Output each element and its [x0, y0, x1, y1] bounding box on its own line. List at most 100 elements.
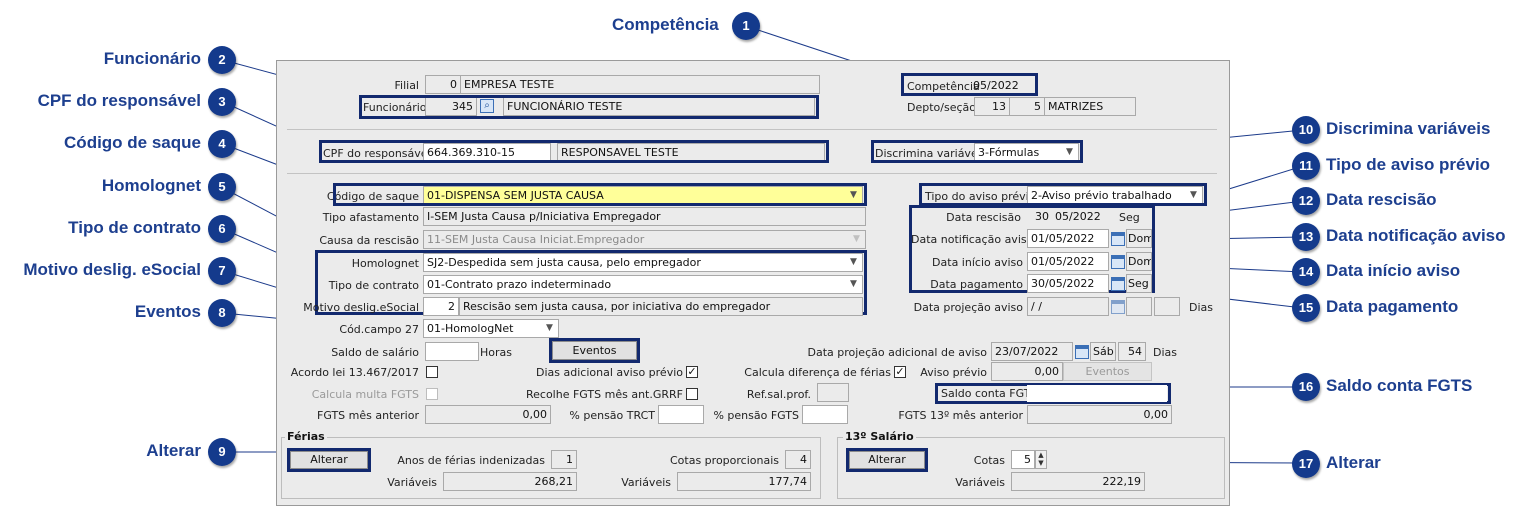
calendar-icon[interactable] [1111, 277, 1125, 291]
decimo-group-title: 13º Salário [843, 430, 916, 443]
aviso-previo-field: 0,00 [991, 362, 1063, 381]
search-icon[interactable]: ⌕ [480, 99, 494, 113]
calendar-icon[interactable] [1111, 255, 1125, 269]
chevron-down-icon[interactable]: ▼ [1190, 190, 1197, 200]
chevron-down-icon[interactable]: ▼ [1066, 147, 1073, 157]
discrimina-select[interactable]: 3-Fórmulas▼ [974, 143, 1079, 162]
highlight-eventos [549, 338, 640, 363]
pensao-fgts-field[interactable] [802, 405, 848, 424]
data-inicio-field[interactable]: 01/05/2022 [1027, 252, 1109, 271]
highlight-decimo-alterar [846, 448, 928, 472]
data-rescisao-day-field[interactable]: 30 [1035, 210, 1049, 223]
tipo-afastamento-field: I-SEM Justa Causa p/Iniciativa Empregado… [423, 207, 866, 226]
chevron-down-icon[interactable]: ▼ [850, 190, 857, 200]
callout-badge-6: 6 [208, 215, 236, 243]
depto-name-field: MATRIZES [1044, 97, 1136, 116]
decimo-alterar-button[interactable]: Alterar [849, 451, 925, 469]
callout-label-codigo-saque: Código de saque [64, 133, 201, 152]
projecao-adicional-days: 54 [1118, 342, 1146, 361]
callout-label-competencia: Competência [612, 15, 719, 34]
data-pagamento-field[interactable]: 30/05/2022 [1027, 274, 1109, 293]
projecao-adicional-field: 23/07/2022 [991, 342, 1073, 361]
filial-label: Filial [394, 79, 420, 92]
causa-rescisao-label: Causa da rescisão [319, 234, 419, 247]
spinner-arrows-icon[interactable]: ▲▼ [1035, 450, 1047, 469]
funcionario-name-field: FUNCIONÁRIO TESTE [503, 97, 815, 116]
chevron-down-icon[interactable]: ▼ [850, 279, 857, 289]
filial-name-field: EMPRESA TESTE [460, 75, 820, 94]
competencia-label: Competência [907, 80, 980, 93]
callout-label-cpf: CPF do responsável [37, 91, 201, 110]
highlight-tipo-aviso [919, 183, 1207, 206]
cod-campo-label: Cód.campo 27 [339, 323, 419, 336]
acordo-checkbox[interactable] [426, 366, 438, 378]
callout-label-data-notificacao: Data notificação aviso [1326, 226, 1506, 245]
callout-badge-4: 4 [208, 130, 236, 158]
callout-label-funcionario: Funcionário [103, 49, 201, 68]
fgts-mes-anterior-field: 0,00 [425, 405, 551, 424]
callout-badge-8: 8 [208, 299, 236, 327]
decimo-cotas-field[interactable]: 5 [1011, 450, 1035, 469]
tipo-aviso-label: Tipo do aviso prévio [925, 190, 1036, 203]
separator [287, 173, 1217, 174]
chevron-down-icon[interactable]: ▼ [546, 323, 553, 333]
ferias-group [281, 437, 821, 499]
filial-code-field[interactable]: 0 [425, 75, 461, 94]
callout-label-eventos: Eventos [134, 302, 201, 321]
cpf-label: CPF do responsável [323, 147, 431, 160]
aviso-eventos-button: Eventos [1063, 362, 1152, 381]
ferias-variaveis2-field: 177,74 [677, 472, 811, 491]
saldo-fgts-field[interactable] [1027, 385, 1167, 402]
decimo-variaveis-label: Variáveis [955, 476, 1005, 489]
saldo-salario-field[interactable] [425, 342, 479, 361]
data-rescisao-field[interactable]: 05/2022 [1055, 210, 1101, 223]
callout-label-alterar-ferias: Alterar [146, 441, 201, 460]
ferias-variaveis2-label: Variáveis [621, 476, 671, 489]
callout-badge-16: 16 [1292, 373, 1320, 401]
homolognet-select[interactable]: SJ2-Despedida sem justa causa, pelo empr… [423, 253, 863, 272]
pensao-fgts-label: % pensão FGTS [713, 409, 799, 422]
decimo-group [837, 437, 1225, 499]
cod-campo-select[interactable]: 01-HomologNet▼ [423, 319, 559, 338]
eventos-button[interactable]: Eventos [552, 341, 637, 360]
chevron-down-icon[interactable]: ▼ [850, 257, 857, 267]
pensao-trct-field[interactable] [658, 405, 704, 424]
callout-badge-11: 11 [1292, 152, 1320, 180]
data-rescisao-weekday: Seg [1119, 211, 1140, 224]
tipo-contrato-select[interactable]: 01-Contrato prazo indeterminado▼ [423, 275, 863, 294]
callout-badge-2: 2 [208, 46, 236, 74]
tipo-contrato-label: Tipo de contrato [328, 279, 419, 292]
callout-label-homolognet: Homolognet [101, 176, 201, 195]
highlight-competencia [901, 73, 1038, 96]
data-notificacao-field[interactable]: 01/05/2022 [1027, 229, 1109, 248]
recolhe-fgts-checkbox[interactable] [686, 388, 698, 400]
calcula-diferenca-checkbox[interactable]: ✓ [894, 365, 906, 378]
competencia-field[interactable]: 05/2022 [973, 79, 1019, 92]
funcionario-code-field[interactable]: 345 [425, 97, 477, 116]
calcula-diferenca-label: Calcula diferença de férias [744, 366, 891, 379]
callout-badge-1: 1 [732, 12, 760, 40]
callout-badge-17: 17 [1292, 450, 1320, 478]
pensao-trct-label: % pensão TRCT [569, 409, 655, 422]
motivo-esocial-code-field[interactable]: 2 [423, 297, 459, 316]
ferias-alterar-button[interactable]: Alterar [290, 451, 368, 469]
callout-label-discrimina: Discrimina variáveis [1326, 119, 1491, 138]
calendar-icon[interactable] [1111, 232, 1125, 246]
cotas-proporcionais-label: Cotas proporcionais [669, 454, 779, 467]
data-projecao-days [1154, 297, 1180, 316]
dias-adicional-checkbox[interactable]: ✓ [686, 365, 698, 378]
anos-ferias-label: Anos de férias indenizadas [397, 454, 545, 467]
recolhe-fgts-label: Recolhe FGTS mês ant.GRRF [525, 388, 683, 401]
data-projecao-field: / / [1027, 297, 1109, 316]
calendar-icon[interactable] [1075, 345, 1089, 359]
depto-label: Depto/seção [907, 101, 976, 114]
callout-badge-5: 5 [208, 173, 236, 201]
data-projecao-unit: Dias [1189, 301, 1213, 314]
callout-label-data-rescisao: Data rescisão [1326, 190, 1437, 209]
data-pagamento-label: Data pagamento [930, 278, 1023, 291]
data-projecao-label: Data projeção aviso [913, 301, 1023, 314]
separator [287, 129, 1217, 130]
depto-code1-field: 13 [974, 97, 1010, 116]
causa-rescisao-select: 11-SEM Justa Causa Iniciat.Empregador▼ [423, 230, 866, 249]
callout-label-saldo-fgts: Saldo conta FGTS [1326, 376, 1473, 395]
